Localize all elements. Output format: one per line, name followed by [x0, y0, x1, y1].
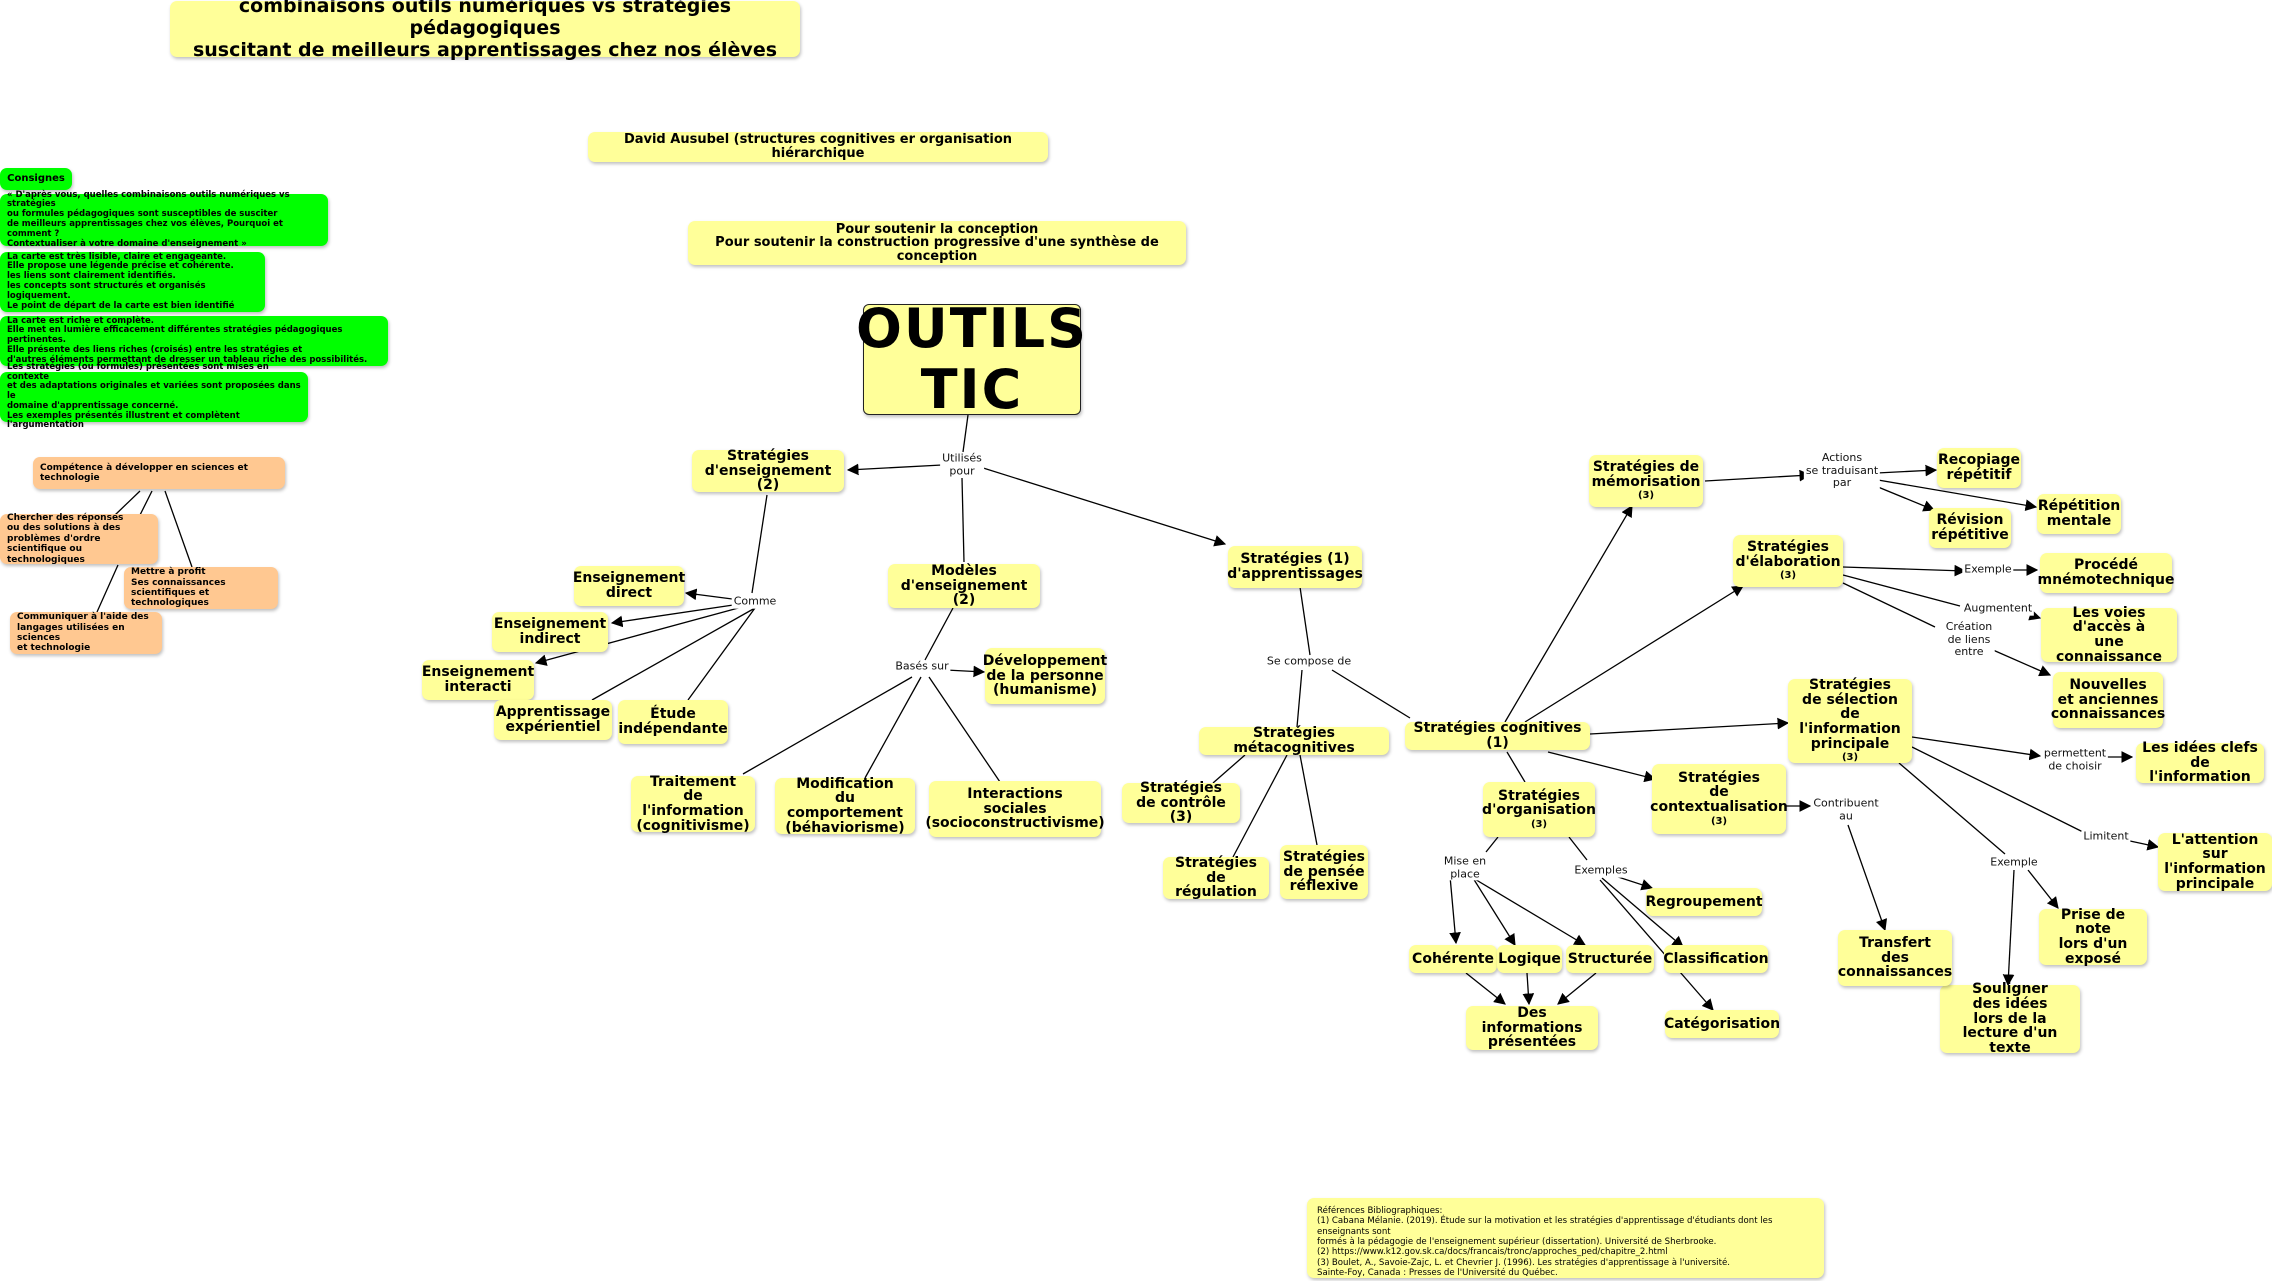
- node-label: Stratégies de contextualisation: [1650, 769, 1788, 816]
- reference-number: (3): [1779, 570, 1797, 582]
- apprentissage-experientiel[interactable]: Apprentissage expérientiel: [494, 700, 612, 740]
- strategies-metacognitives[interactable]: Stratégies métacognitives: [1199, 726, 1389, 755]
- nouvelles-anciennes-connaissances[interactable]: Nouvelles et anciennes connaissances: [2051, 672, 2165, 728]
- consigne-item[interactable]: « D'après vous, quelles combinaisons out…: [0, 190, 328, 248]
- strategies-apprentissages[interactable]: Stratégies (1) d'apprentissages: [1227, 546, 1363, 588]
- reference-number: (3): [1637, 490, 1655, 502]
- link-label: Augmentent: [1961, 601, 2035, 616]
- strategies-enseignement[interactable]: Stratégies d'enseignement (2): [692, 449, 844, 493]
- link-label: Exemple: [1962, 562, 2014, 577]
- link-label: Utilisés pour: [940, 451, 984, 478]
- idees-clefs[interactable]: Les idées clefs de l'information: [2136, 741, 2264, 785]
- strategies-selection[interactable]: Stratégies de sélection de l'information…: [1788, 677, 1912, 764]
- enseignement-interacti[interactable]: Enseignement interacti: [422, 660, 534, 700]
- traitement-information[interactable]: Traitement de l'information (cognitivism…: [631, 774, 755, 833]
- outils-tic-root[interactable]: OUTILS TIC: [856, 297, 1088, 421]
- node-label: Stratégies de mémorisation: [1591, 459, 1701, 490]
- map-title[interactable]: combinaisons outils numériques vs straté…: [170, 0, 800, 61]
- link-label: Exemple: [1988, 855, 2040, 870]
- design-support-note[interactable]: Pour soutenir la conception Pour souteni…: [688, 221, 1186, 265]
- procede-mnemotechnique[interactable]: Procédé mnémotechnique: [2038, 553, 2174, 593]
- voies-acces-connaissance[interactable]: Les voies d'accès à une connaissance: [2041, 605, 2177, 664]
- competence-item[interactable]: Communiquer à l'aide des langages utilis…: [10, 612, 162, 654]
- strategies-regulation[interactable]: Stratégies de régulation: [1163, 856, 1269, 900]
- interactions-sociales[interactable]: Interactions sociales (socioconstructivi…: [925, 781, 1105, 837]
- strategies-controle[interactable]: Stratégies de contrôle (3): [1122, 781, 1240, 825]
- link-label: Se compose de: [1264, 654, 1354, 669]
- classification[interactable]: Classification: [1663, 945, 1769, 973]
- enseignement-indirect[interactable]: Enseignement indirect: [492, 612, 608, 652]
- link-label: Contribuent au: [1811, 796, 1881, 823]
- strategies-memorisation[interactable]: Stratégies de mémorisation(3): [1589, 455, 1703, 507]
- competence-root[interactable]: Compétence à développer en sciences et t…: [33, 457, 285, 489]
- competence-item[interactable]: Chercher des réponses ou des solutions à…: [0, 513, 158, 565]
- reference-number: (3): [1530, 818, 1548, 830]
- developpement-personne[interactable]: Développement de la personne (humanisme): [983, 648, 1107, 704]
- strategies-elaboration[interactable]: Stratégies d'élaboration(3): [1733, 535, 1843, 587]
- strategies-pensee-reflexive[interactable]: Stratégies de pensée réflexive: [1280, 845, 1368, 899]
- strategies-contextualisation[interactable]: Stratégies de contextualisation(3): [1650, 764, 1788, 834]
- strategies-organisation[interactable]: Stratégies d'organisation(3): [1482, 782, 1596, 837]
- recopiage-repetitif[interactable]: Recopiage répétitif: [1937, 448, 2021, 488]
- revision-repetitive[interactable]: Révision répétitive: [1929, 508, 2011, 548]
- node-label: Stratégies d'organisation: [1482, 787, 1596, 819]
- node-label: Stratégies de sélection de l'information…: [1799, 677, 1901, 752]
- informations-presentees[interactable]: Des informations présentées: [1466, 1006, 1598, 1050]
- modification-comportement[interactable]: Modification du comportement (béhavioris…: [775, 776, 915, 835]
- ausubel-note[interactable]: David Ausubel (structures cognitives er …: [588, 132, 1048, 162]
- enseignement-direct[interactable]: Enseignement direct: [573, 566, 685, 606]
- structuree[interactable]: Structurée: [1566, 945, 1654, 973]
- prise-de-note[interactable]: Prise de note lors d'un exposé: [2039, 907, 2147, 966]
- logique[interactable]: Logique: [1497, 945, 1562, 973]
- souligner-idees[interactable]: Souligner des idées lors de la lecture d…: [1940, 982, 2080, 1055]
- attention-information[interactable]: L'attention sur l'information principale: [2158, 832, 2272, 891]
- strategies-cognitives[interactable]: Stratégies cognitives (1): [1405, 721, 1590, 750]
- link-label: Exemples: [1572, 863, 1630, 878]
- link-label: Comme: [731, 594, 779, 609]
- link-label: Limitent: [2081, 829, 2131, 844]
- reference-number: (3): [1841, 752, 1859, 764]
- reference-number: (3): [1710, 815, 1728, 827]
- bibliography[interactable]: Références Bibliographiques: (1) Cabana …: [1307, 1198, 1824, 1278]
- consigne-item[interactable]: Les stratégies (ou formules) présentées …: [0, 362, 308, 430]
- link-label: Mise en place: [1441, 854, 1489, 881]
- etude-independante[interactable]: Étude indépendante: [618, 700, 728, 744]
- link-label: Actions se traduisant par: [1803, 451, 1881, 490]
- consigne-item[interactable]: La carte est très lisible, claire et eng…: [0, 252, 265, 312]
- categorisation[interactable]: Catégorisation: [1664, 1010, 1780, 1038]
- link-label: Basés sur: [893, 659, 951, 674]
- consignes-header[interactable]: Consignes: [0, 168, 72, 190]
- node-label: Stratégies d'élaboration: [1735, 539, 1841, 570]
- regroupement[interactable]: Regroupement: [1645, 888, 1763, 916]
- repetition-mentale[interactable]: Répétition mentale: [2037, 494, 2121, 534]
- competence-item[interactable]: Mettre à profit Ses connaissances scient…: [124, 567, 278, 609]
- link-label: Création de liens entre: [1943, 620, 1995, 659]
- link-label: permettent de choisir: [2041, 746, 2109, 773]
- transfert-connaissances[interactable]: Transfert des connaissances: [1838, 930, 1952, 986]
- modeles-enseignement[interactable]: Modèles d'enseignement (2): [888, 564, 1040, 608]
- consigne-item[interactable]: La carte est riche et complète. Elle met…: [0, 316, 388, 366]
- coherente[interactable]: Cohérente: [1409, 945, 1497, 973]
